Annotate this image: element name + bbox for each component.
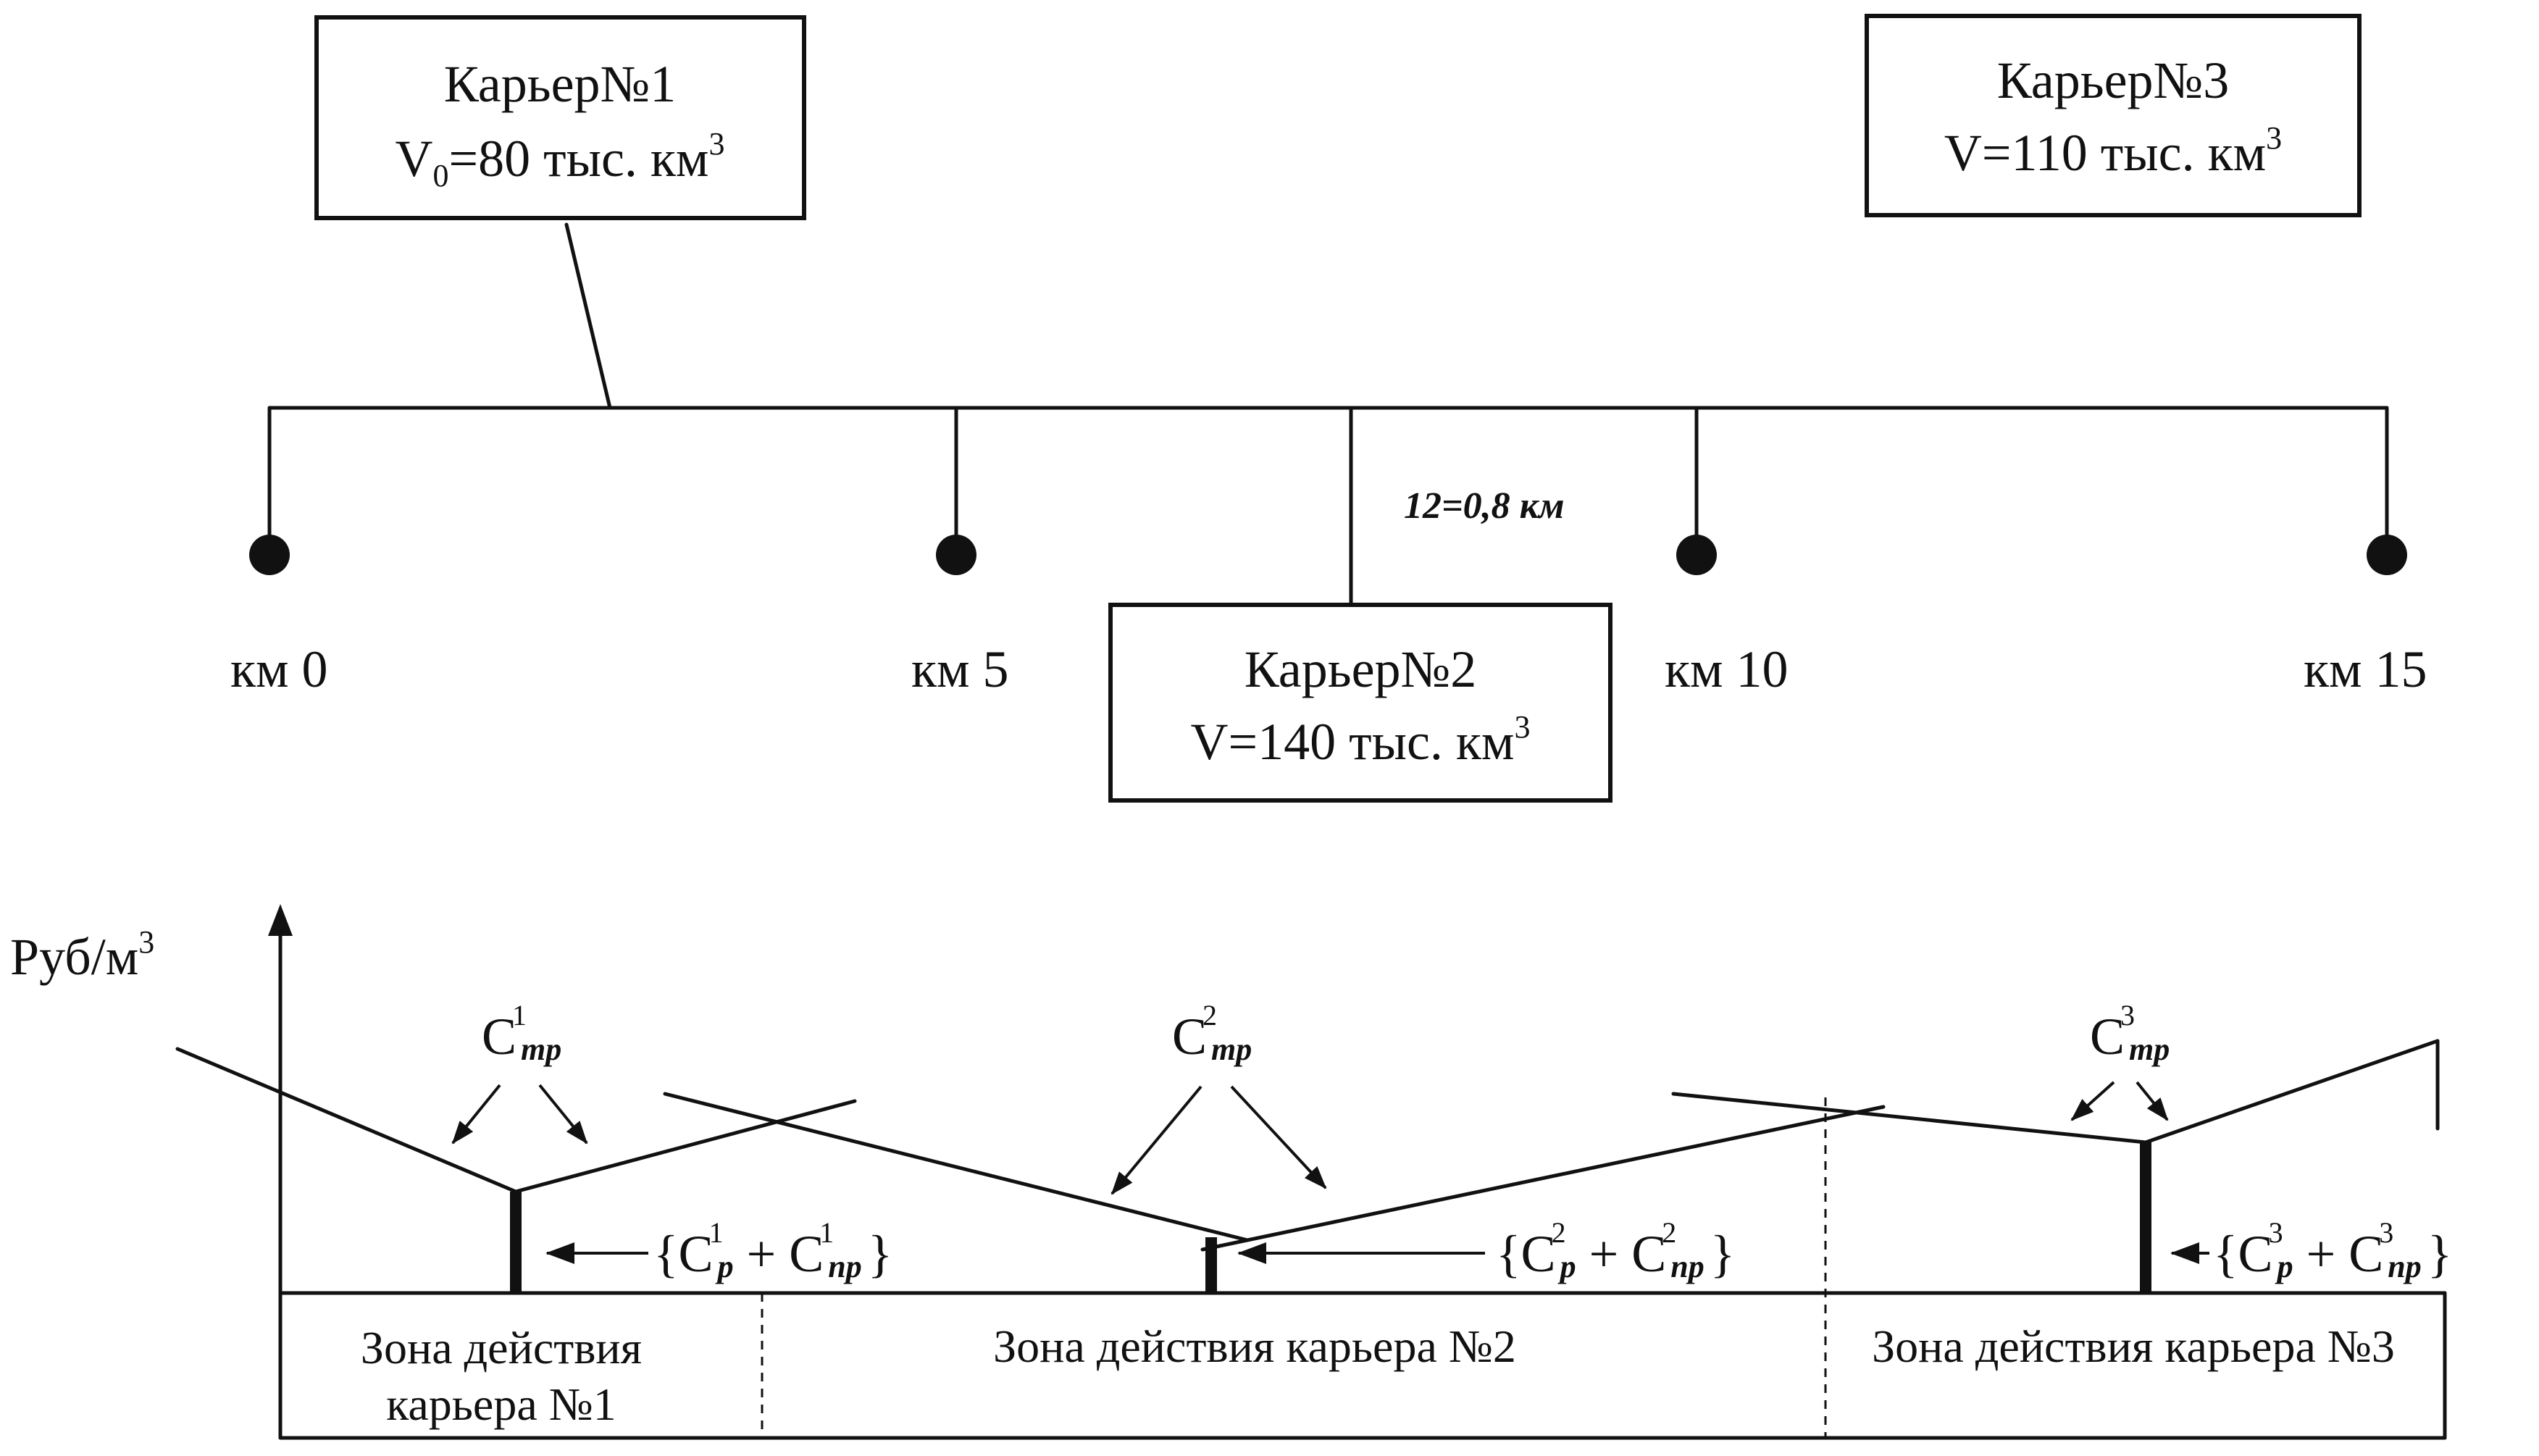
km-15-dot (2367, 535, 2407, 575)
zone-3-label: Зона действия карьера №3 (1872, 1321, 2395, 1372)
y-axis-arrow (268, 904, 293, 936)
road-scheme: км 0 км 5 км 10 км 15 12=0,8 км (230, 222, 2427, 698)
km-mark-10: км 10 (1665, 640, 1789, 698)
cost-tr-3-arrow-right (2136, 1081, 2169, 1121)
km-mark-5: км 5 (911, 640, 1009, 698)
quarry-3-volume: V=110 тыс. км3 (1944, 120, 2282, 182)
km-mark-15: км 15 (2304, 640, 2427, 698)
km-mark-0: км 0 (230, 640, 328, 698)
cost-line-3-right (2143, 1039, 2440, 1145)
quarry-2-name: Карьер№2 (1245, 640, 1477, 698)
cost-line-1-right (514, 1099, 857, 1194)
distance-note: 12=0,8 км (1404, 485, 1565, 527)
cost-line-1-left (175, 1047, 518, 1194)
quarry-3-box: Карьер№3 V=110 тыс. км3 (1865, 14, 2362, 217)
quarry-1-box: Карьер№1 V0=80 тыс. км3 (314, 15, 806, 220)
cost-line-2-right (1200, 1105, 1886, 1252)
km-10-dot (1676, 535, 1717, 575)
cost-tr-1-arrow-right (538, 1084, 588, 1145)
quarry-2-volume: V=140 тыс. км3 (1191, 709, 1531, 771)
zone-1-line1: Зона действия (361, 1322, 642, 1373)
cost-line-3-left (1671, 1092, 2148, 1145)
km-0-dot (249, 535, 290, 575)
y-axis-label: Руб/м3 (10, 924, 154, 986)
cost-line-2-left (663, 1092, 1250, 1242)
quarry-3-name: Карьер№3 (1997, 51, 2230, 109)
cost-tr-2-arrow-left (1110, 1085, 1202, 1195)
quarry-1-name: Карьер№1 (444, 55, 677, 113)
quarry-1-volume: V0=80 тыс. км3 (396, 126, 725, 193)
cost-tr-1-arrow-left (451, 1084, 501, 1145)
quarry-2-box: Карьер№2 V=140 тыс. км3 (1108, 603, 1613, 803)
cost-tr-3-arrow-left (2070, 1081, 2115, 1121)
km-5-dot (936, 535, 976, 575)
cost-tr-2-arrow-right (1230, 1085, 1327, 1189)
zone-1-line2: карьера №1 (386, 1378, 616, 1430)
quarry-1-link (564, 222, 612, 410)
zone-2-label: Зона действия карьера №2 (993, 1321, 1516, 1372)
